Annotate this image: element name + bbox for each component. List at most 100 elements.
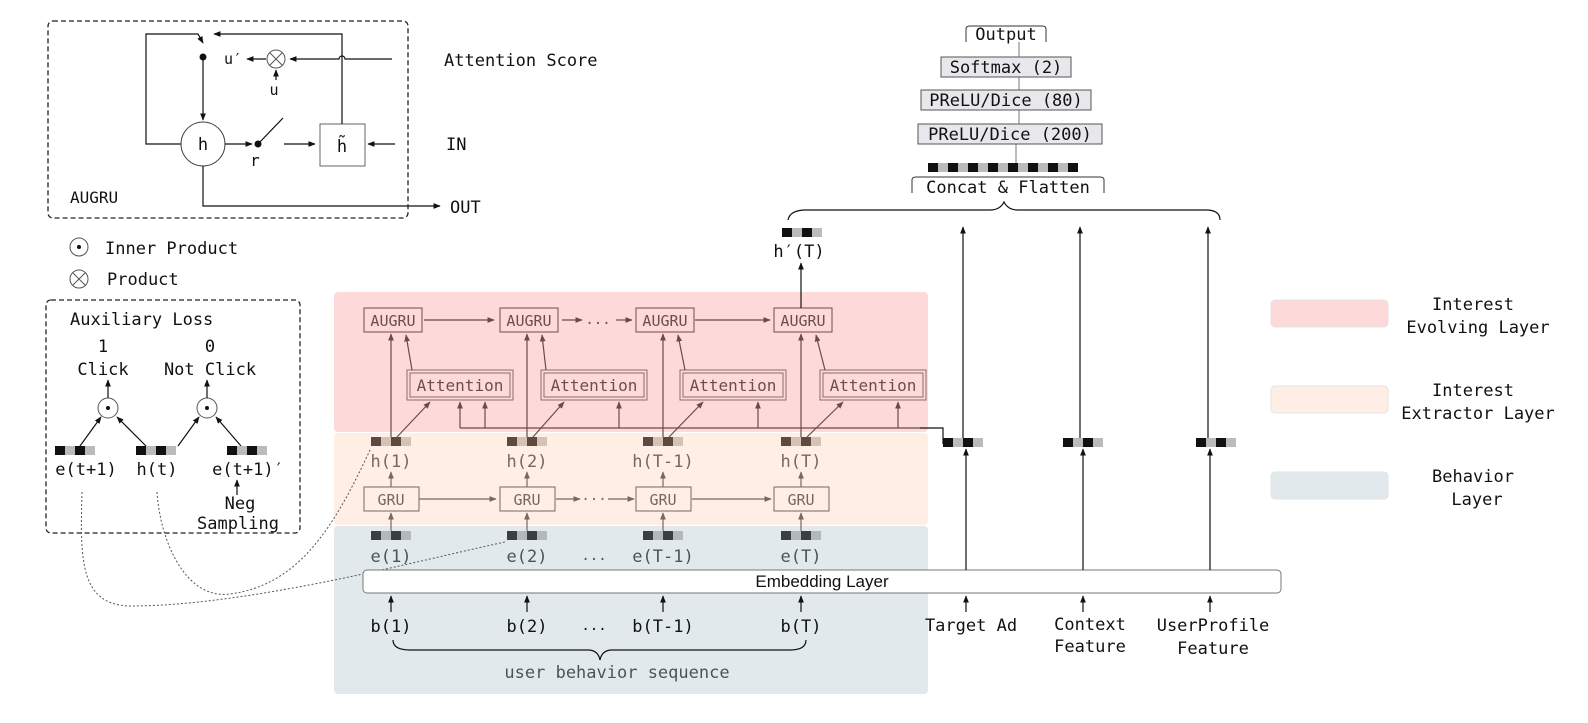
attention-box: [540, 369, 648, 401]
dotted-link-e-next: [80, 491, 506, 607]
behavior-ellipsis: ...: [581, 548, 606, 564]
augru-ellipsis: ...: [585, 312, 610, 328]
behavior-label: b(T-1): [632, 617, 693, 637]
layer-legend-swatch: [1270, 471, 1389, 500]
product-legend-label: Product: [107, 270, 179, 290]
gru-label: GRU: [649, 491, 676, 509]
inner-product-legend-label: Inner Product: [105, 239, 238, 259]
update-gate-label: u: [269, 81, 278, 99]
embedding-vector: [371, 531, 411, 540]
hidden-state-label: h(T): [781, 452, 822, 472]
embedding-layer-box: [362, 569, 1282, 594]
neg-sampling-line1: Neg: [225, 494, 256, 514]
behavior-label: b(2): [507, 617, 548, 637]
augru-box: [499, 307, 559, 333]
behavior-seq-ellipsis: ...: [581, 618, 606, 634]
augru-cell-detail: h r h̃ u′ u IN Attention Score OUT AUGRU: [47, 20, 598, 219]
augru-label: AUGRU: [370, 312, 415, 330]
behavior-sequence-label: user behavior sequence: [504, 663, 729, 683]
vector-e-next: [55, 446, 95, 455]
layer-legend-swatch: [1270, 299, 1389, 328]
gru-label: GRU: [787, 491, 814, 509]
behavior-label: b(1): [371, 617, 412, 637]
embedding-label: e(1): [371, 547, 412, 567]
output-label: OUT: [450, 198, 481, 218]
attention-score-label: Attention Score: [444, 51, 598, 71]
behavior-layer-bg: [334, 526, 928, 694]
output-node-label: Output: [975, 25, 1036, 45]
click-value: 1: [98, 337, 108, 357]
augru-box: [635, 307, 695, 333]
embedding-vector: [507, 531, 547, 540]
augru-cell-frame: [47, 20, 409, 219]
augru-box: [773, 307, 833, 333]
embedding-label: e(T): [781, 547, 822, 567]
fc-200-box: [917, 123, 1103, 145]
hidden-state-label: h(2): [507, 452, 548, 472]
augru-label: AUGRU: [506, 312, 551, 330]
gru-label: GRU: [377, 491, 404, 509]
vector-e-next-neg: [227, 446, 267, 455]
attention-box: [679, 369, 787, 401]
attention-label: Attention: [551, 376, 638, 395]
augru-box: [363, 307, 423, 333]
dotted-link-h-t: [156, 449, 371, 595]
candidate-state-label: h̃: [337, 134, 347, 157]
embedding-layer-label: Embedding Layer: [755, 572, 889, 591]
user-profile-line2: Feature: [1177, 639, 1249, 659]
attention-box: [819, 369, 927, 401]
fc-200-label: PReLU/Dice (200): [928, 125, 1092, 145]
hidden-state-label: h(T-1): [632, 452, 693, 472]
softmax-label: Softmax (2): [950, 58, 1063, 78]
final-state-vector: [782, 228, 822, 237]
hidden-state-vector: [643, 437, 683, 446]
symbol-legend: Inner Product Product: [69, 237, 238, 290]
attention-label: Attention: [830, 376, 917, 395]
hidden-state-vector: [781, 437, 821, 446]
augru-label: AUGRU: [780, 312, 825, 330]
context-feature-line1: Context: [1054, 615, 1126, 635]
interest-evolving-layer: AUGRUAttentionAUGRUAttentionAUGRUAttenti…: [363, 307, 927, 438]
augru-cell-title: AUGRU: [70, 188, 118, 207]
target-ad-label: Target Ad: [925, 616, 1017, 636]
concat-brace: [787, 200, 1221, 221]
behavior-sequence-brace: [392, 639, 807, 661]
user-profile-vector: [1196, 438, 1236, 447]
hidden-state-label: h: [198, 135, 208, 155]
final-state-label: h′(T): [773, 242, 824, 262]
candidate-state-box: [319, 123, 366, 167]
target-ad-vector: [943, 438, 983, 447]
gru-ellipsis: ...: [581, 488, 606, 504]
hidden-state-vector: [371, 437, 411, 446]
vector-h-t: [136, 446, 176, 455]
attention-box: [406, 369, 514, 401]
layer-legend-line1: Interest: [1432, 381, 1514, 401]
e-next-neg-label: e(t+1)′: [212, 460, 284, 480]
feature-columns: Target Ad Context Feature UserProfile Fe…: [920, 226, 1270, 659]
embedding-label: e(T-1): [632, 547, 693, 567]
reset-gate-label: r: [250, 151, 260, 170]
softmax-box: [940, 56, 1072, 78]
layer-legend-line1: Interest: [1432, 295, 1514, 315]
fc-80-label: PReLU/Dice (80): [929, 91, 1083, 111]
interest-extractor-layer: GRUh(1)GRUh(2)GRUh(T-1)GRUh(T)...: [363, 437, 830, 531]
neg-sampling-line2: Sampling: [197, 514, 279, 534]
auxiliary-loss-box: Auxiliary Loss 1 Click 0 Not Click e(t+1…: [45, 299, 301, 534]
embedding-vector: [643, 531, 683, 540]
layer-legend-swatch: [1270, 385, 1389, 414]
user-profile-line1: UserProfile: [1157, 616, 1270, 636]
fc-80-box: [920, 89, 1092, 111]
input-label: IN: [446, 135, 466, 155]
e-next-label: e(t+1): [55, 460, 116, 480]
hidden-state-vector: [507, 437, 547, 446]
layer-legend-line2: Layer: [1451, 490, 1502, 510]
extractor-layer-bg: [334, 433, 928, 525]
not-click-label: Not Click: [164, 360, 256, 380]
click-label: Click: [77, 360, 128, 380]
mlp-stack: h′(T) Concat & Flatten PReLU/Dice (200) …: [773, 25, 1221, 308]
